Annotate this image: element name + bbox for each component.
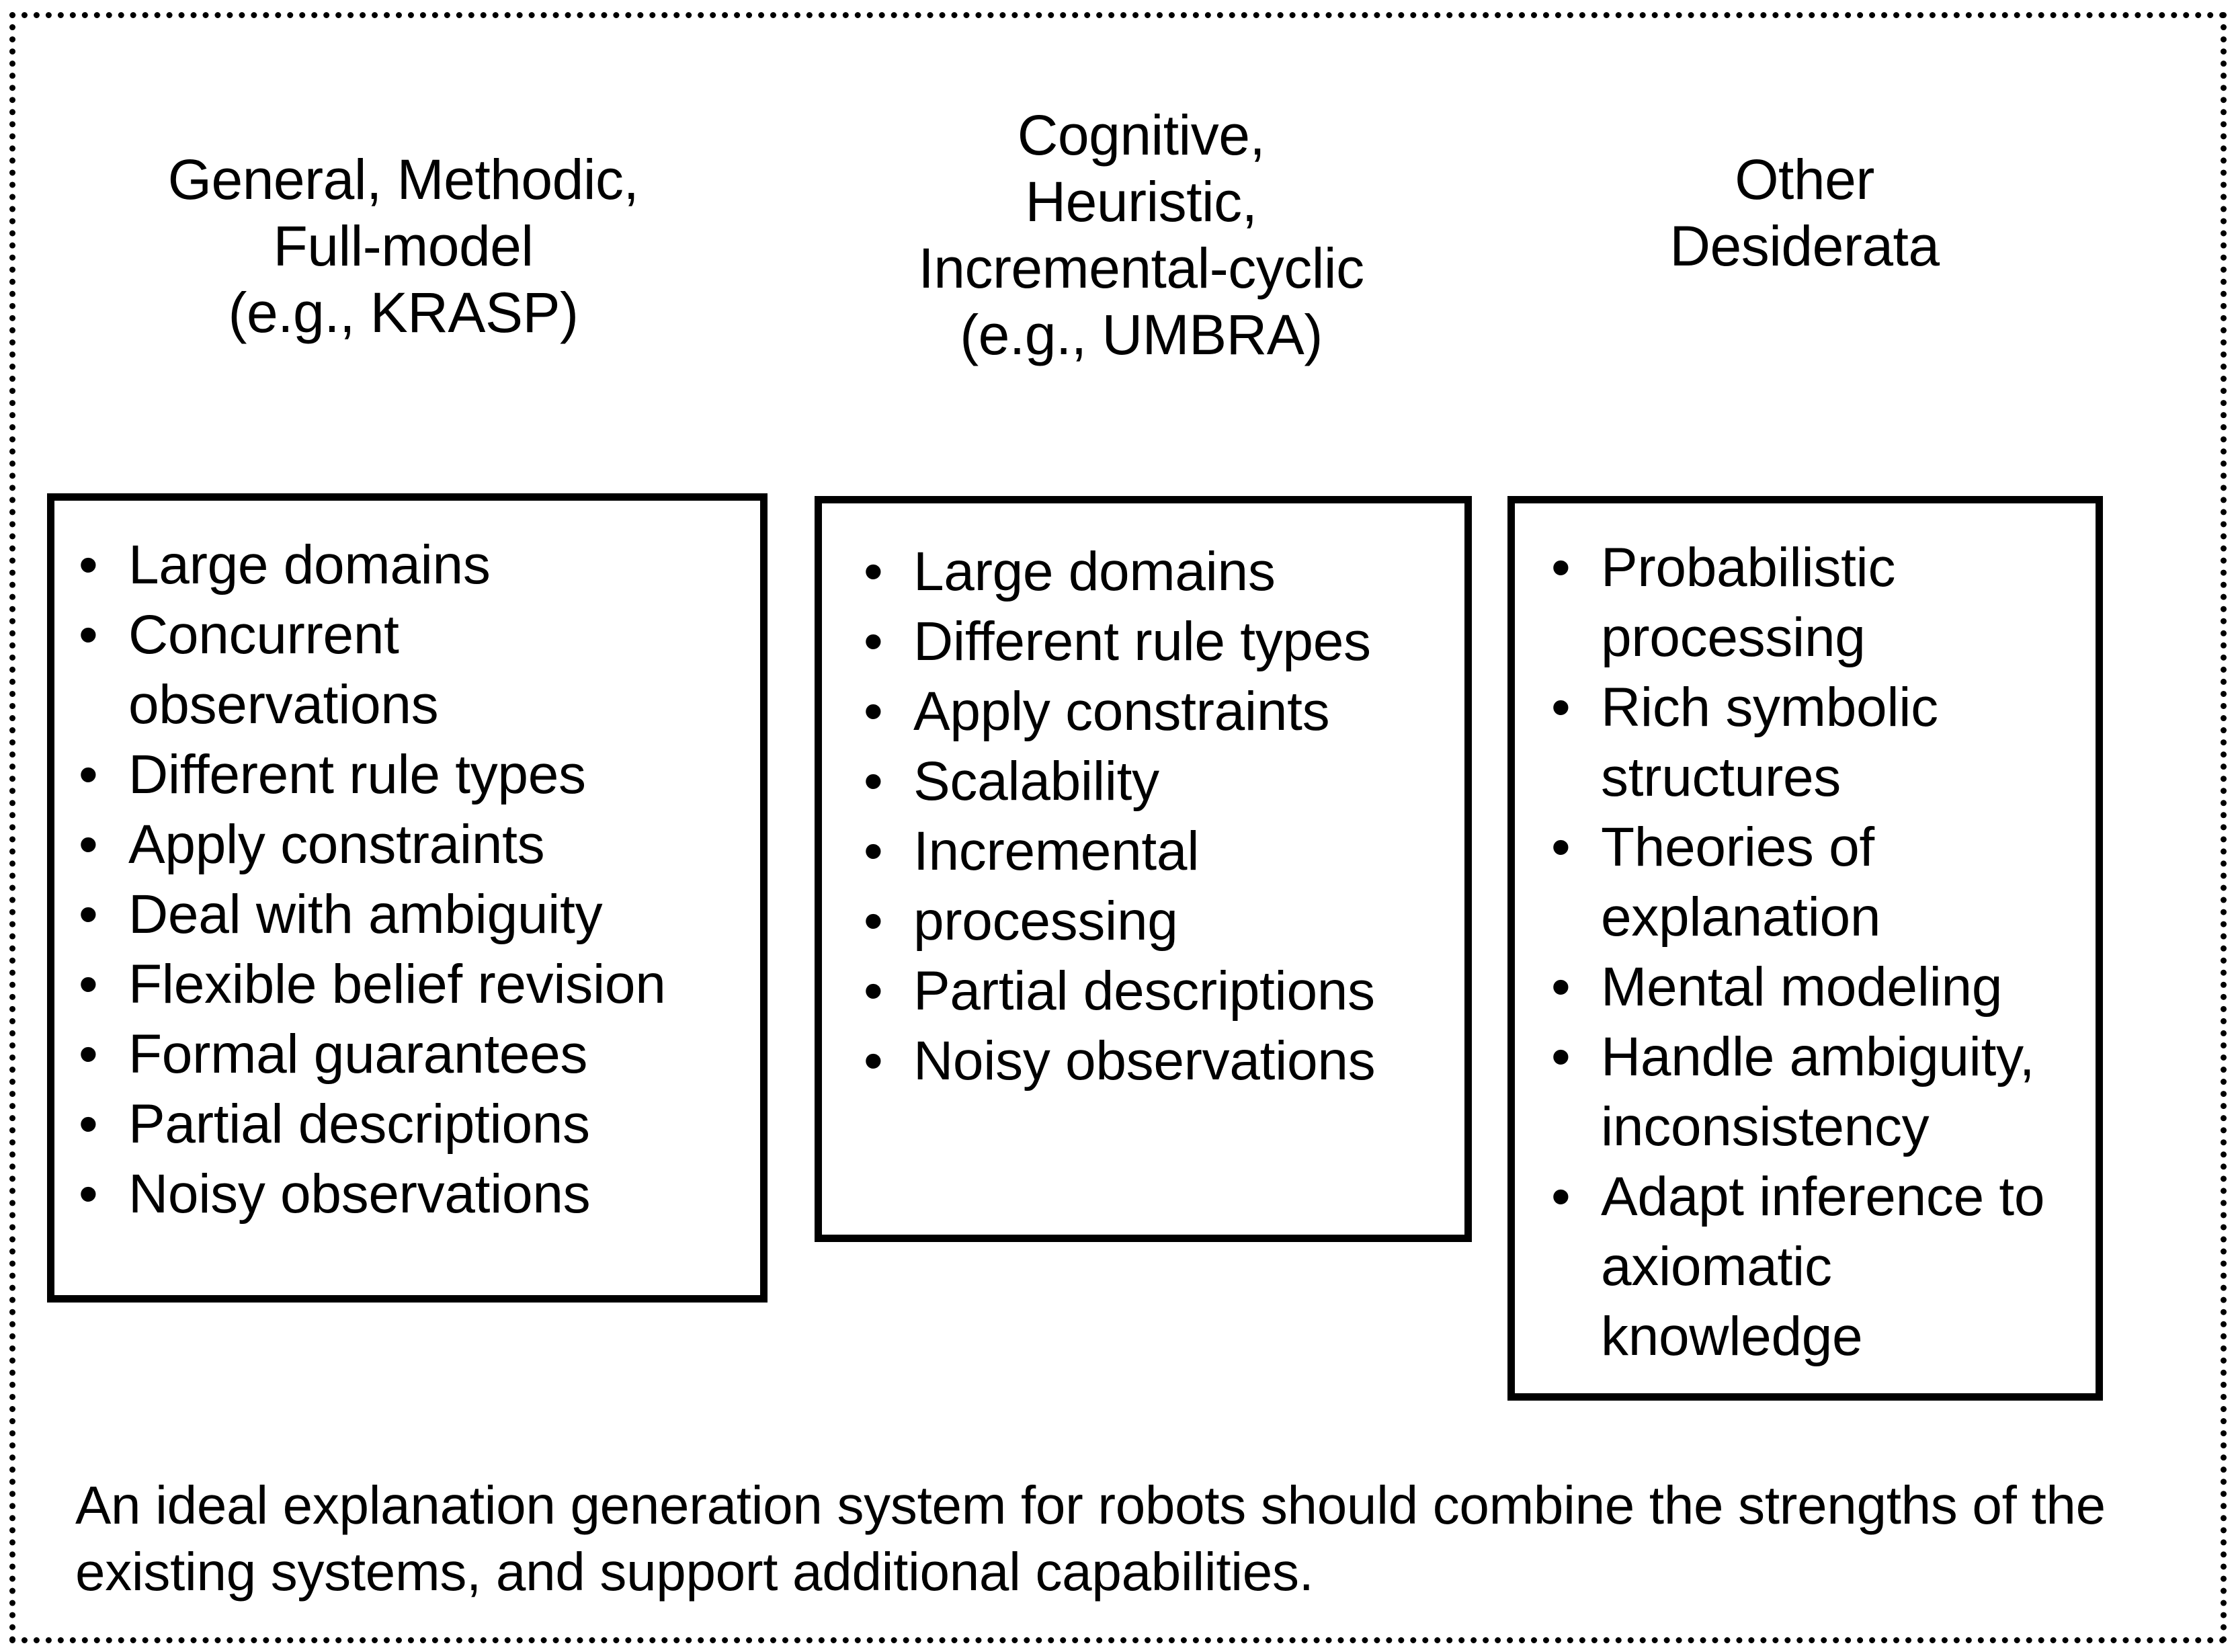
bullet-point-icon: • (79, 884, 98, 945)
bullet-list-general-methodic: • Large domains • Concurrent observation… (54, 501, 760, 1229)
list-item-label: Partial descriptions (128, 1093, 590, 1155)
list-item: • Apply constraints (73, 810, 747, 880)
list-item-label: Different rule types (913, 611, 1371, 672)
list-item-label: inconsistency (1601, 1096, 1930, 1157)
list-item: • processing (858, 886, 1451, 956)
list-item: • Probabilistic (1546, 533, 2085, 603)
bullet-box-general-methodic: • Large domains • Concurrent observation… (47, 493, 768, 1303)
bullet-point-icon: • (79, 1163, 98, 1225)
list-item: • Mental modeling (1546, 952, 2085, 1022)
column-header-other-desiderata: Other Desiderata (1669, 148, 1940, 278)
list-item: • Rich symbolic (1546, 673, 2085, 743)
list-item: • Different rule types (858, 607, 1451, 677)
bullet-box-other-desiderata: • Probabilistic processing • Rich symbol… (1507, 496, 2103, 1401)
bullet-point-icon: • (864, 891, 883, 952)
list-item-label: Flexible belief revision (128, 954, 666, 1015)
list-item-label: Noisy observations (128, 1163, 591, 1225)
list-item: • Large domains (858, 537, 1451, 607)
bullet-point-icon: • (79, 604, 98, 665)
list-item-label: Formal guarantees (128, 1024, 588, 1085)
bullet-point-icon: • (1551, 817, 1571, 878)
list-item-continuation: inconsistency (1546, 1092, 2085, 1162)
list-item-label: Large domains (128, 534, 491, 595)
list-item-label: Theories of (1601, 817, 1874, 878)
outer-dotted-frame (9, 12, 2227, 1643)
list-item-continuation: processing (1546, 603, 2085, 673)
list-item: • Scalability (858, 747, 1451, 817)
bullet-list-other-desiderata: • Probabilistic processing • Rich symbol… (1515, 503, 2096, 1372)
list-item: • Noisy observations (858, 1026, 1451, 1096)
bullet-point-icon: • (864, 1030, 883, 1091)
list-item-label: axiomatic knowledge (1601, 1236, 1863, 1367)
bullet-point-icon: • (1551, 1026, 1571, 1087)
bullet-list-cognitive-heuristic: • Large domains • Different rule types •… (822, 503, 1464, 1096)
list-item: • Large domains (73, 530, 747, 600)
bullet-point-icon: • (79, 534, 98, 595)
bullet-point-icon: • (1551, 677, 1571, 738)
list-item-label: Noisy observations (913, 1030, 1376, 1091)
bullet-point-icon: • (864, 960, 883, 1022)
list-item: • Incremental (858, 817, 1451, 886)
list-item-label: Adapt inference to (1601, 1166, 2045, 1227)
list-item-label: Scalability (913, 751, 1159, 812)
list-item: • Different rule types (73, 740, 747, 810)
list-item-continuation: axiomatic knowledge (1546, 1232, 2085, 1372)
bullet-point-icon: • (864, 541, 883, 602)
list-item: • Deal with ambiguity (73, 880, 747, 950)
list-item-label: structures (1601, 747, 1841, 808)
list-item: • Theories of (1546, 813, 2085, 882)
figure-caption: An ideal explanation generation system f… (75, 1475, 2106, 1602)
list-item-label: Different rule types (128, 744, 586, 805)
list-item-label: Partial descriptions (913, 960, 1375, 1022)
list-item: • Formal guarantees (73, 1020, 747, 1089)
list-item-label: explanation (1601, 886, 1881, 948)
bullet-point-icon: • (864, 821, 883, 882)
list-item: • Handle ambiguity, (1546, 1022, 2085, 1092)
list-item-label: observations (128, 674, 439, 735)
list-item-label: Deal with ambiguity (128, 884, 603, 945)
bullet-point-icon: • (864, 751, 883, 812)
bullet-point-icon: • (79, 814, 98, 875)
bullet-point-icon: • (864, 611, 883, 672)
list-item-continuation: structures (1546, 743, 2085, 813)
bullet-point-icon: • (1551, 956, 1571, 1018)
list-item: • Partial descriptions (73, 1089, 747, 1159)
list-item-label: Mental modeling (1601, 956, 2003, 1018)
list-item-label: Apply constraints (128, 814, 545, 875)
bullet-point-icon: • (1551, 537, 1571, 598)
list-item-label: Large domains (913, 541, 1276, 602)
list-item-label: processing (913, 891, 1178, 952)
bullet-box-cognitive-heuristic: • Large domains • Different rule types •… (815, 496, 1472, 1242)
list-item-label: Rich symbolic (1601, 677, 1938, 738)
list-item: • Flexible belief revision (73, 950, 747, 1020)
bullet-point-icon: • (79, 954, 98, 1015)
list-item: • Partial descriptions (858, 956, 1451, 1026)
list-item-label: Apply constraints (913, 681, 1330, 742)
list-item-label: Probabilistic (1601, 537, 1896, 598)
column-header-cognitive-heuristic: Cognitive, Heuristic, Incremental-cyclic… (918, 104, 1364, 366)
list-item: • Adapt inference to (1546, 1162, 2085, 1232)
bullet-point-icon: • (79, 1093, 98, 1155)
list-item: • Noisy observations (73, 1159, 747, 1229)
list-item-continuation: observations (73, 670, 747, 740)
bullet-point-icon: • (79, 1024, 98, 1085)
list-item-continuation: explanation (1546, 882, 2085, 952)
list-item-label: Handle ambiguity, (1601, 1026, 2035, 1087)
bullet-point-icon: • (79, 744, 98, 805)
bullet-point-icon: • (864, 681, 883, 742)
list-item: • Apply constraints (858, 677, 1451, 747)
list-item: • Concurrent (73, 600, 747, 670)
list-item-label: Concurrent (128, 604, 399, 665)
list-item-label: processing (1601, 607, 1866, 668)
list-item-label: Incremental (913, 821, 1200, 882)
bullet-point-icon: • (1551, 1166, 1571, 1227)
column-header-general-methodic: General, Methodic, Full-model (e.g., KRA… (167, 148, 639, 344)
